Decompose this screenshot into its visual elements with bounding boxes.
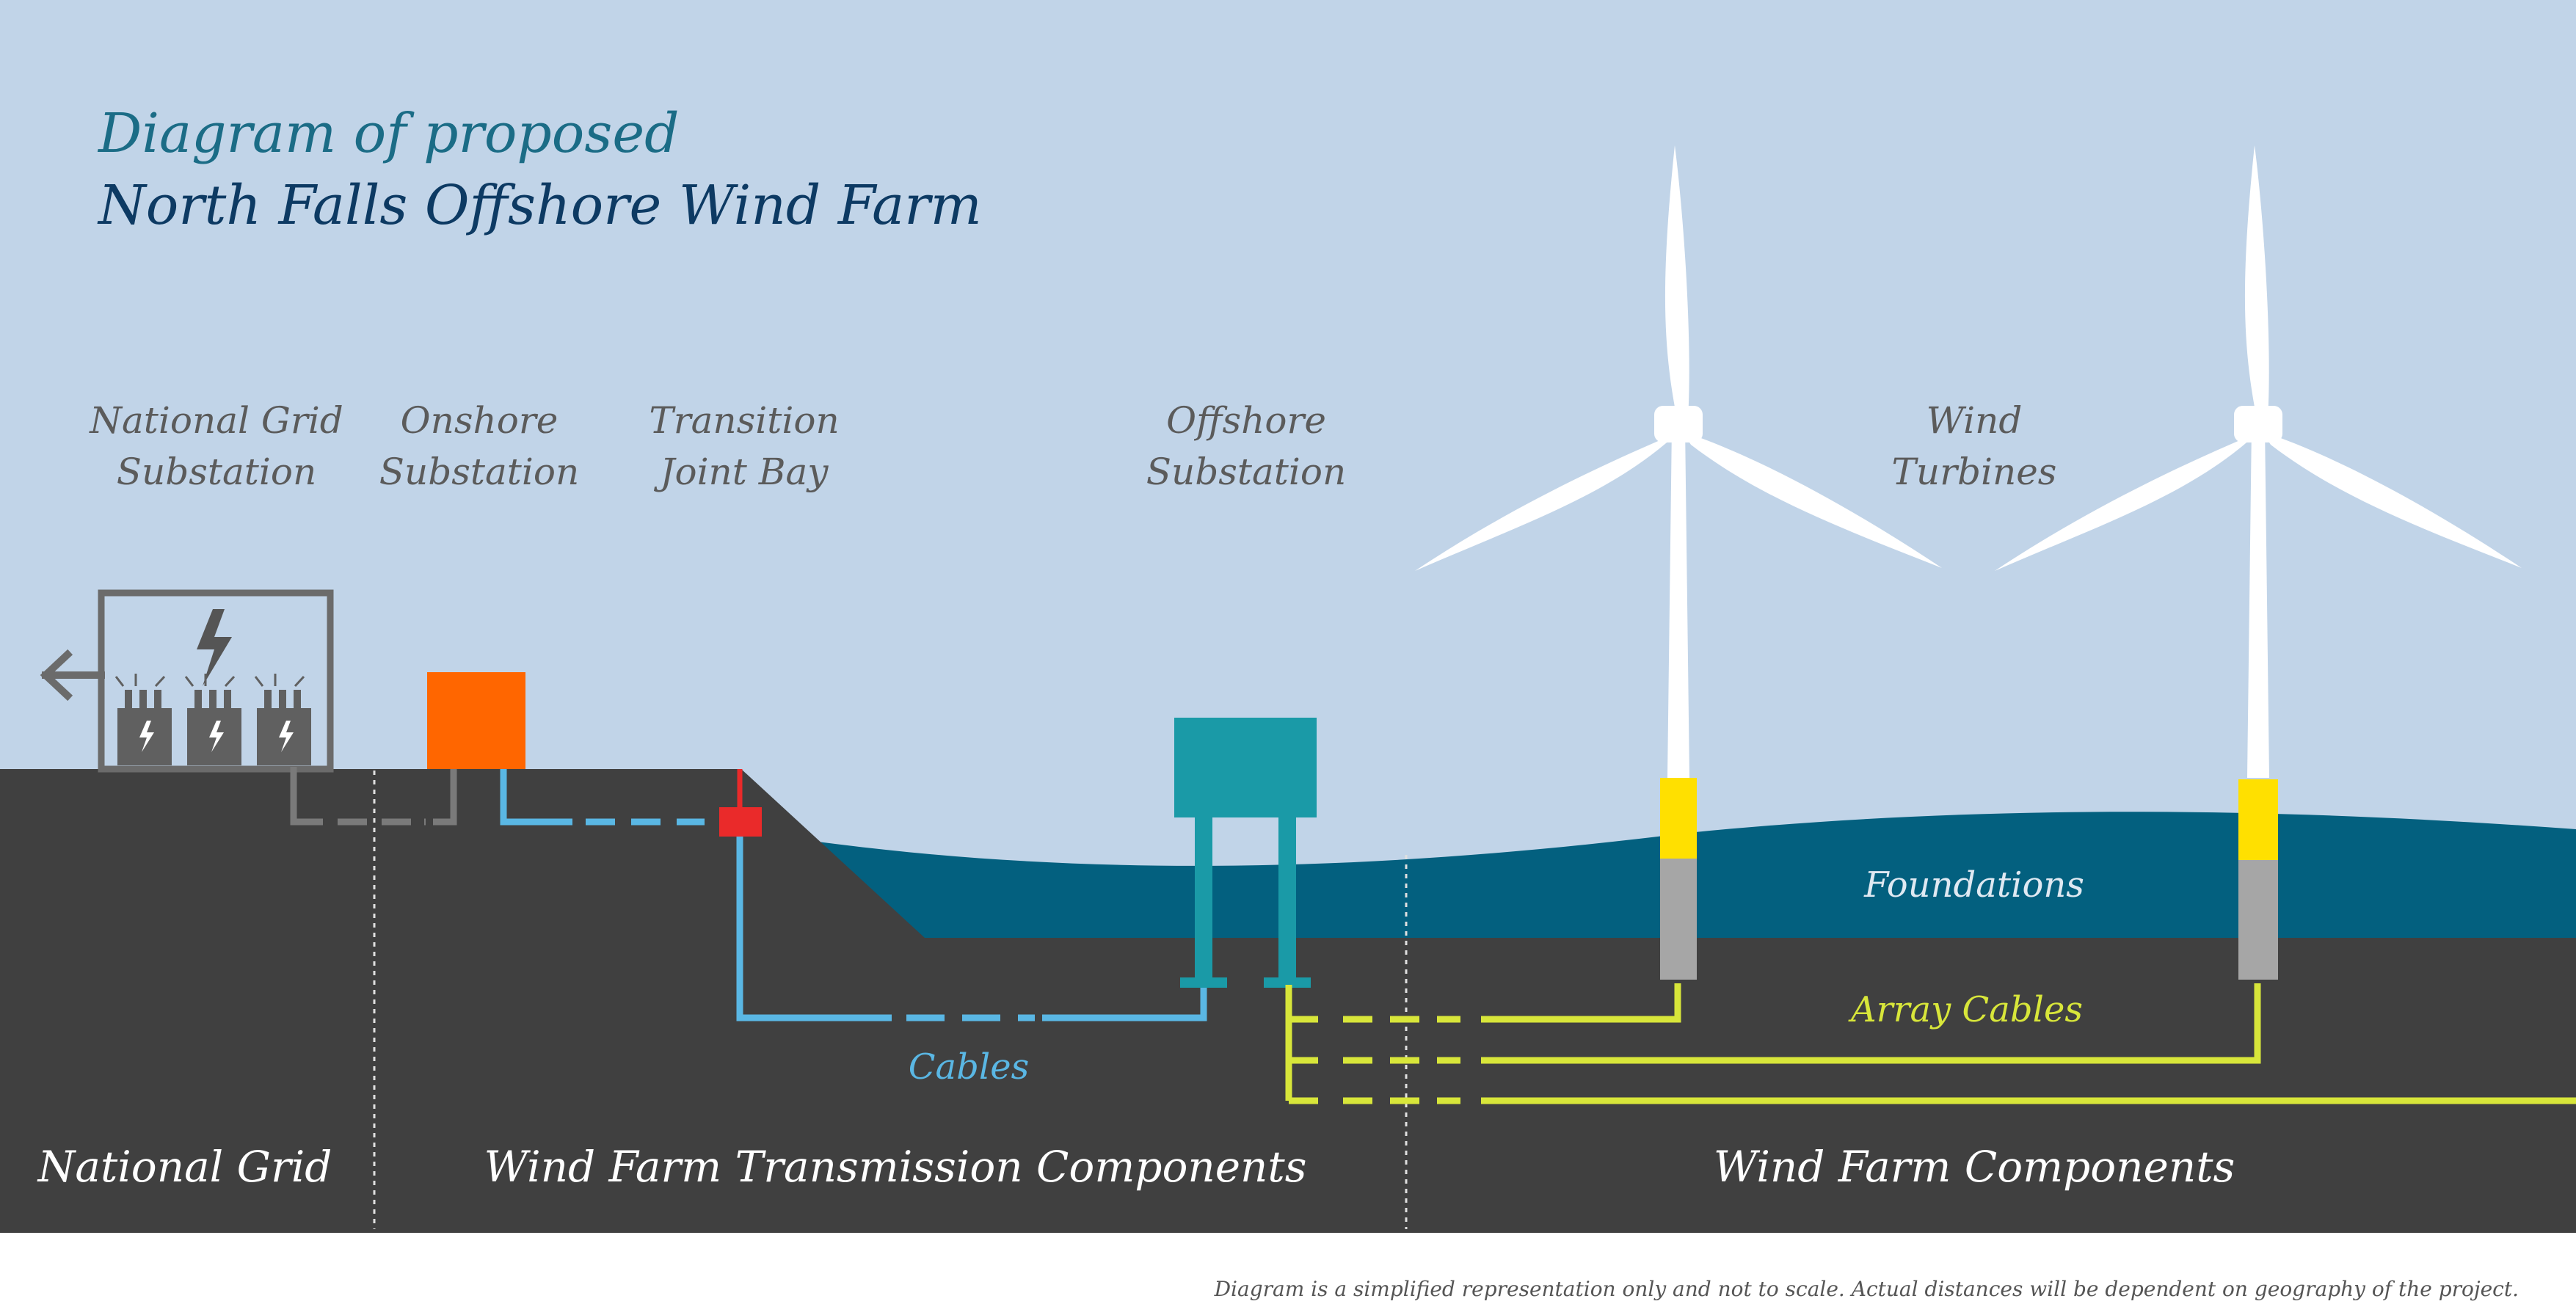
label-wind-turbines-1: Wind	[1926, 399, 2023, 442]
transformer-icon	[184, 674, 241, 765]
array-cables	[1285, 983, 2576, 1104]
arrow-left-icon	[40, 649, 105, 702]
transformer-icon	[254, 674, 311, 765]
onshore-substation	[427, 672, 525, 769]
label-offshore-substation-2: Substation	[1146, 451, 1346, 493]
label-foundations: Foundations	[1863, 864, 2084, 906]
label-offshore-substation-1: Offshore	[1166, 399, 1326, 442]
label-onshore-substation-1: Onshore	[401, 399, 559, 442]
transition-joint-bay	[719, 769, 762, 837]
zone-transmission-components: Wind Farm Transmission Components	[484, 1142, 1306, 1192]
label-transition-joint-bay-2: Joint Bay	[653, 451, 829, 493]
wind-turbine-icon	[1415, 145, 1942, 980]
diagram-title-line1: Diagram of proposed	[97, 102, 680, 165]
wind-turbine-icon	[1995, 145, 2522, 980]
label-wind-turbines-2: Turbines	[1892, 451, 2057, 493]
transformer-icon	[114, 674, 172, 765]
label-onshore-substation-2: Substation	[379, 451, 579, 493]
label-national-grid-substation-1: National Grid	[89, 399, 343, 442]
diagram-title-line2: North Falls Offshore Wind Farm	[97, 174, 982, 237]
label-transition-joint-bay-1: Transition	[649, 399, 839, 442]
zone-national-grid: National Grid	[37, 1142, 332, 1192]
footnote: Diagram is a simplified representation o…	[1214, 1277, 2519, 1301]
label-national-grid-substation-2: Substation	[117, 451, 316, 493]
label-cables: Cables	[909, 1046, 1029, 1088]
export-cable	[500, 769, 1207, 1021]
lightning-icon	[197, 609, 232, 686]
offshore-substation	[1174, 718, 1317, 988]
zone-wind-farm-components: Wind Farm Components	[1714, 1142, 2235, 1192]
national-grid-substation	[40, 589, 334, 773]
label-array-cables: Array Cables	[1848, 989, 2083, 1030]
grid-connection-cable	[290, 767, 457, 826]
